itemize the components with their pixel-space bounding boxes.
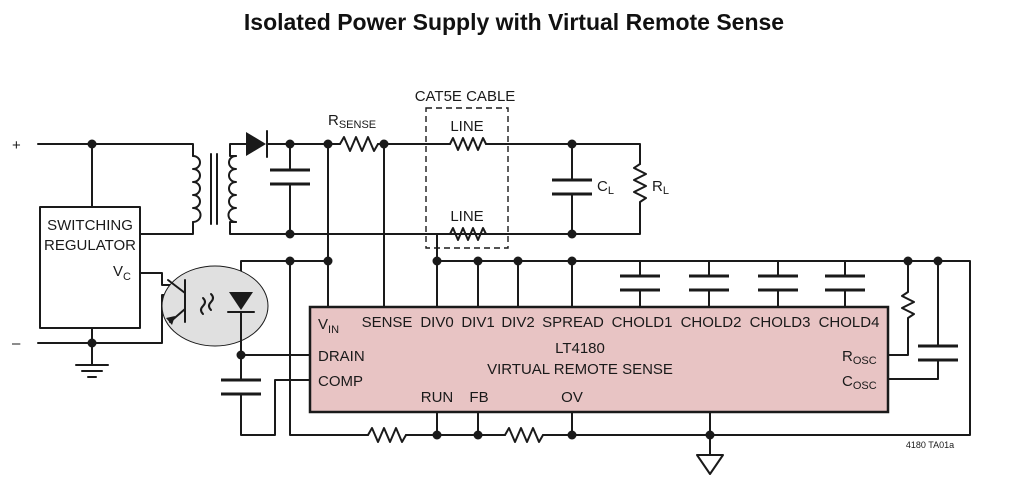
comp-pin-label: COMP	[318, 373, 363, 390]
chold2-pin-label: CHOLD2	[681, 314, 742, 331]
cosc-capacitor	[887, 260, 958, 380]
ov-pin-label: OV	[561, 389, 583, 406]
chold2-capacitor	[689, 260, 729, 308]
chold4-pin-label: CHOLD4	[819, 314, 880, 331]
line-bottom-resistor	[449, 227, 487, 241]
minus-terminal-label: –	[12, 335, 21, 352]
feedback-resistor-2	[504, 427, 544, 443]
diagram-title: Isolated Power Supply with Virtual Remot…	[244, 9, 784, 35]
rsense-label: RSENSE	[328, 112, 376, 131]
chold1-pin-label: CHOLD1	[612, 314, 673, 331]
output-capacitor	[270, 143, 310, 235]
line-bottom-label: LINE	[450, 208, 483, 225]
drain-pin-label: DRAIN	[318, 348, 365, 365]
part-reference: 4180 TA01a	[906, 440, 954, 450]
load-top-wire	[485, 143, 641, 165]
secondary-bottom-wire	[229, 207, 641, 235]
ground-symbol-left	[75, 364, 109, 378]
spread-pin-label: SPREAD	[542, 314, 604, 331]
load-capacitor-cl	[552, 143, 592, 235]
feedback-bottom-wire	[289, 260, 369, 436]
div-bus-wire	[436, 233, 971, 436]
optocoupler-light-arrows-icon	[200, 293, 214, 315]
cl-label: CL	[597, 178, 614, 197]
ic-name: LT4180	[555, 340, 605, 357]
optocoupler-phototransistor	[166, 279, 186, 325]
vc-pin-label: VC	[113, 263, 131, 283]
run-pin-label: RUN	[421, 389, 454, 406]
switching-regulator-label-2: REGULATOR	[44, 237, 136, 254]
switching-regulator-label-1: SWITCHING	[47, 217, 133, 234]
sense-pin-label: SENSE	[362, 314, 413, 331]
rectifier-diode	[246, 130, 268, 158]
chold1-capacitor	[620, 260, 660, 308]
load-resistor-rl	[633, 163, 647, 211]
ic-subtitle: VIRTUAL REMOTE SENSE	[487, 361, 673, 378]
cosc-pin-label: COSC	[842, 373, 877, 392]
chold3-pin-label: CHOLD3	[750, 314, 811, 331]
primary-return-wire	[139, 221, 194, 235]
vin-pin-label: VIN	[318, 316, 339, 336]
input-positive-rail	[37, 143, 194, 157]
rsense-resistor	[339, 136, 379, 152]
cat5e-cable-box	[425, 107, 509, 249]
line-top-resistor	[449, 137, 487, 151]
feedback-resistor-1	[367, 427, 407, 443]
secondary-top-wire	[229, 143, 247, 157]
div2-pin-label: DIV2	[501, 314, 534, 331]
lt4180-ic	[308, 305, 890, 414]
rl-label: RL	[652, 178, 669, 197]
div1-pin-label: DIV1	[461, 314, 494, 331]
plus-terminal-label: +	[12, 137, 21, 154]
rosc-resistor	[887, 260, 915, 356]
transformer	[192, 153, 237, 225]
ground-symbol-right	[696, 454, 724, 475]
chold3-capacitor	[758, 260, 798, 308]
comp-capacitor	[221, 354, 311, 436]
chold4-capacitor	[825, 260, 865, 308]
optocoupler-led	[227, 292, 311, 356]
line-top-label: LINE	[450, 118, 483, 135]
junction-dots	[87, 139, 943, 440]
switching-regulator-box	[39, 206, 141, 329]
cat5e-cable-label: CAT5E CABLE	[415, 88, 516, 105]
rosc-pin-label: ROSC	[842, 348, 877, 367]
optocoupler-body	[161, 265, 269, 347]
div0-pin-label: DIV0	[420, 314, 453, 331]
fb-pin-label: FB	[469, 389, 488, 406]
